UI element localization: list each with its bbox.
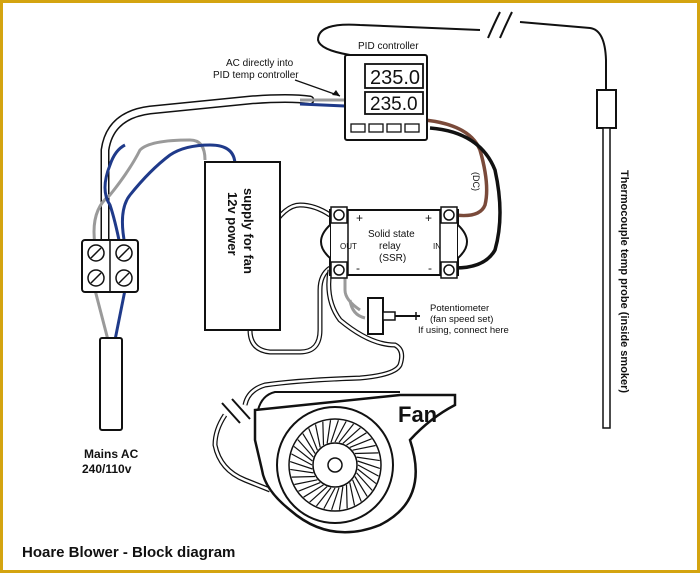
fan-blade <box>298 482 321 492</box>
ssr-plus-left: + <box>356 211 363 225</box>
fan-blade <box>291 453 313 466</box>
ssr-in-label: IN <box>433 242 441 251</box>
fan-blower <box>253 391 457 534</box>
ssr-minus-right: - <box>428 261 432 275</box>
potentiometer-label-line2: (fan speed set) <box>430 314 493 325</box>
pid-display-bottom: 235.0 <box>370 94 418 115</box>
ssr-screw-icon <box>330 206 458 279</box>
fan-blade <box>289 461 313 470</box>
mains-cable-end <box>99 337 123 431</box>
wire-thermocouple <box>316 23 481 56</box>
fan-blade <box>334 421 347 443</box>
fan-blade <box>352 479 362 502</box>
psu-label-line1: 12v power <box>225 192 240 256</box>
fan-blade <box>349 438 372 448</box>
fan-blade <box>342 427 361 444</box>
fan-blade <box>293 445 313 462</box>
fan-blade <box>294 479 318 486</box>
ac-note-line2: PID temp controller <box>213 70 299 81</box>
diagram-title: Hoare Blower - Block diagram <box>22 544 235 561</box>
ac-note-line1: AC directly into <box>226 58 294 69</box>
fan-blade <box>354 476 368 497</box>
fan-blade <box>291 475 316 478</box>
potentiometer-label-line3: If using, connect here <box>418 325 509 336</box>
fan-blade <box>303 484 324 498</box>
fan-blade <box>338 423 355 443</box>
terminal-screw-icon <box>87 244 133 287</box>
fan-blade <box>356 456 380 462</box>
solid-state-relay <box>320 206 468 279</box>
fan-blade <box>331 487 340 511</box>
fan-blade <box>302 433 316 454</box>
ssr-label-line3: (SSR) <box>379 253 406 264</box>
fan-blade <box>297 439 314 458</box>
wire-potentiometer <box>343 275 361 312</box>
fan-blade <box>349 482 356 506</box>
pid-controller <box>344 54 428 141</box>
terminal-block <box>81 239 139 293</box>
fan-blade <box>308 428 318 451</box>
mains-label-line1: Mains AC <box>84 447 139 461</box>
probe-label: Thermocouple temp probe (inside smoker) <box>618 170 630 393</box>
power-supply <box>204 161 281 331</box>
fan-blade <box>356 472 373 491</box>
ssr-plus-right: + <box>425 211 432 225</box>
fan-blade <box>346 432 367 446</box>
fan-blade <box>338 486 344 510</box>
fan-blade <box>354 452 379 455</box>
wire-mains-below <box>93 289 110 341</box>
fan-blade <box>315 487 332 507</box>
ssr-label-line2: relay <box>379 241 401 252</box>
wire-dc-brown <box>424 118 489 218</box>
fan-blade <box>323 487 336 509</box>
fan-blade <box>357 468 377 485</box>
psu-label-line2: supply for fan <box>241 188 256 274</box>
fan-blade <box>357 460 381 469</box>
fan-blade <box>330 419 339 443</box>
fan-blade <box>326 420 332 444</box>
fan-blade <box>322 421 325 446</box>
fan-blade <box>345 484 348 509</box>
fan-blade <box>309 486 328 503</box>
fan-blade <box>314 424 321 448</box>
fan-blade <box>357 464 379 477</box>
wire-pid-ac-blue <box>299 102 346 108</box>
pid-controller-label: PID controller <box>358 41 419 52</box>
wire-dc-black <box>429 126 502 270</box>
mains-label-line2: 240/110v <box>82 462 132 476</box>
fan-blade <box>352 444 376 451</box>
wire-gray-to-psu <box>92 138 207 246</box>
ac-note-arrow <box>294 79 341 97</box>
potentiometer <box>367 297 420 335</box>
wire-blue-ac <box>103 143 126 246</box>
fan-blade <box>290 468 314 474</box>
thermocouple-probe <box>596 89 617 429</box>
thermocouple-break-icon <box>487 11 513 39</box>
dc-label: (DC) <box>471 172 481 191</box>
fan-cable-break-icon <box>221 398 251 424</box>
ssr-minus-left: - <box>356 261 360 275</box>
fan-label: Fan <box>398 402 437 427</box>
potentiometer-label-line1: Potentiometer <box>430 303 489 314</box>
wire-blue-to-psu <box>120 143 237 246</box>
ssr-out-label: OUT <box>340 242 357 251</box>
ssr-label-line1: Solid state <box>368 229 415 240</box>
pid-display-top: 235.0 <box>370 67 420 89</box>
